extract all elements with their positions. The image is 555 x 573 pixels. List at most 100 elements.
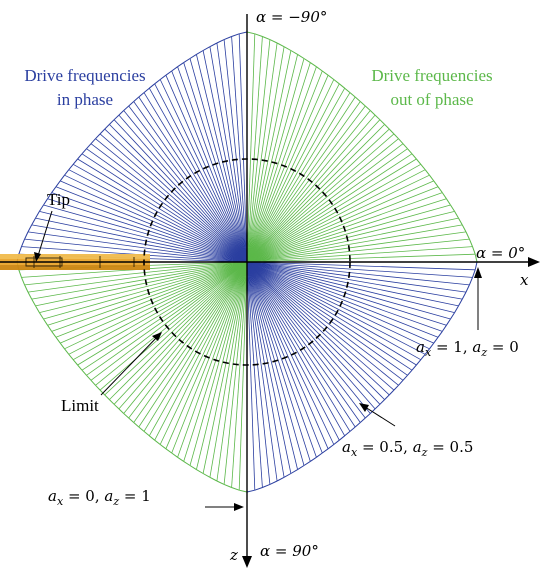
envelope-segment [77,153,83,160]
trajectory-line [246,261,366,419]
envelope-segment [148,83,156,89]
envelope-segment [55,180,61,187]
trajectory-line [246,138,399,263]
x-arrowhead [528,257,540,267]
envelope-segment [99,389,106,396]
trajectory-line [73,163,248,263]
trajectory-line [95,261,248,386]
envelope-segment [27,224,33,233]
envelope-segment [239,489,248,493]
trajectory-line [246,261,473,278]
envelope-segment [354,422,361,428]
envelope-segment [262,483,271,488]
envelope-segment [254,487,263,491]
trajectory-line [246,148,408,263]
envelope-segment [183,460,191,466]
trajectory-line [143,261,248,432]
envelope-segment [465,231,470,240]
envelope-segment [398,379,404,386]
trajectory-line [123,110,248,263]
envelope-segment [276,42,285,48]
envelope-segment [209,476,218,482]
trajectory-line [31,261,248,300]
envelope-segment [231,33,240,37]
trajectory-line [216,42,248,263]
trajectory-line [246,261,447,326]
envelope-segment [393,133,399,140]
trajectory-line [246,261,361,423]
trajectory-line [246,261,467,293]
trajectory-line [246,211,455,263]
envelope-segment [424,348,430,355]
envelope-segment [246,489,255,493]
trajectory-line [246,261,470,286]
trajectory-line [118,261,248,410]
envelope-segment [165,70,172,76]
envelope-segment [128,101,135,107]
trajectory-line [246,119,381,263]
envelope-segment [290,469,298,474]
envelope-segment [68,163,74,171]
envelope-segment [21,277,26,286]
envelope-segment [269,39,278,44]
envelope-segment [159,74,167,80]
trajectory-line [51,261,248,332]
trajectory-line [196,261,248,470]
trajectory-line [86,261,248,376]
envelope-segment [128,417,135,423]
trajectory-line [231,36,248,263]
trajectory-line [95,138,248,263]
trajectory-line [216,261,248,482]
envelope-segment [322,70,329,76]
envelope-segment [269,480,278,485]
envelope-segment [468,277,473,286]
envelope-segment [143,431,150,437]
envelope-segment [388,128,395,135]
trajectory-line [99,133,248,263]
trajectory-line [246,261,305,466]
trajectory-line [64,174,248,263]
envelope-segment [276,476,285,482]
trajectory-line [104,261,248,396]
envelope-segment [461,291,467,300]
out-of-phase-trajectories [16,31,478,493]
trajectory-line [246,261,278,482]
envelope-segment [472,269,476,278]
envelope-segment [90,138,96,145]
trajectory-line [246,261,285,478]
envelope-segment [24,284,29,293]
trajectory-line [47,198,248,263]
trajectory-line [39,211,248,263]
trajectory-line [246,180,434,263]
envelope-segment [407,148,413,155]
envelope-segment [35,305,40,313]
envelope-segment [303,58,311,64]
envelope-segment [64,348,70,355]
envelope-segment [72,158,78,165]
trajectory-line [77,261,248,366]
envelope-segment [407,369,413,376]
envelope-segment [393,384,399,391]
envelope-segment [86,143,92,150]
envelope-segment [133,422,140,428]
trajectory-line [246,204,451,263]
envelope-segment [86,374,92,381]
envelope-segment [297,465,305,471]
trajectory-line [43,204,248,263]
envelope-segment [77,364,83,371]
envelope-segment [24,231,29,240]
trajectory-line [246,231,467,263]
envelope-segment [327,444,335,450]
envelope-segment [154,439,161,445]
trajectory-line [165,75,248,263]
envelope-segment [154,79,161,85]
alpha-right-label: α = 0° [476,244,525,262]
trajectory-line [189,261,248,466]
svg-text:ax = 1, az = 0: ax = 1, az = 0 [416,338,519,359]
envelope-segment [402,143,408,150]
trajectory-line [246,261,476,271]
envelope-segment [177,62,184,68]
trajectory-line [246,261,404,381]
envelope-segment [109,119,115,125]
svg-text:ax = 0, az = 1: ax = 0, az = 1 [48,487,151,508]
